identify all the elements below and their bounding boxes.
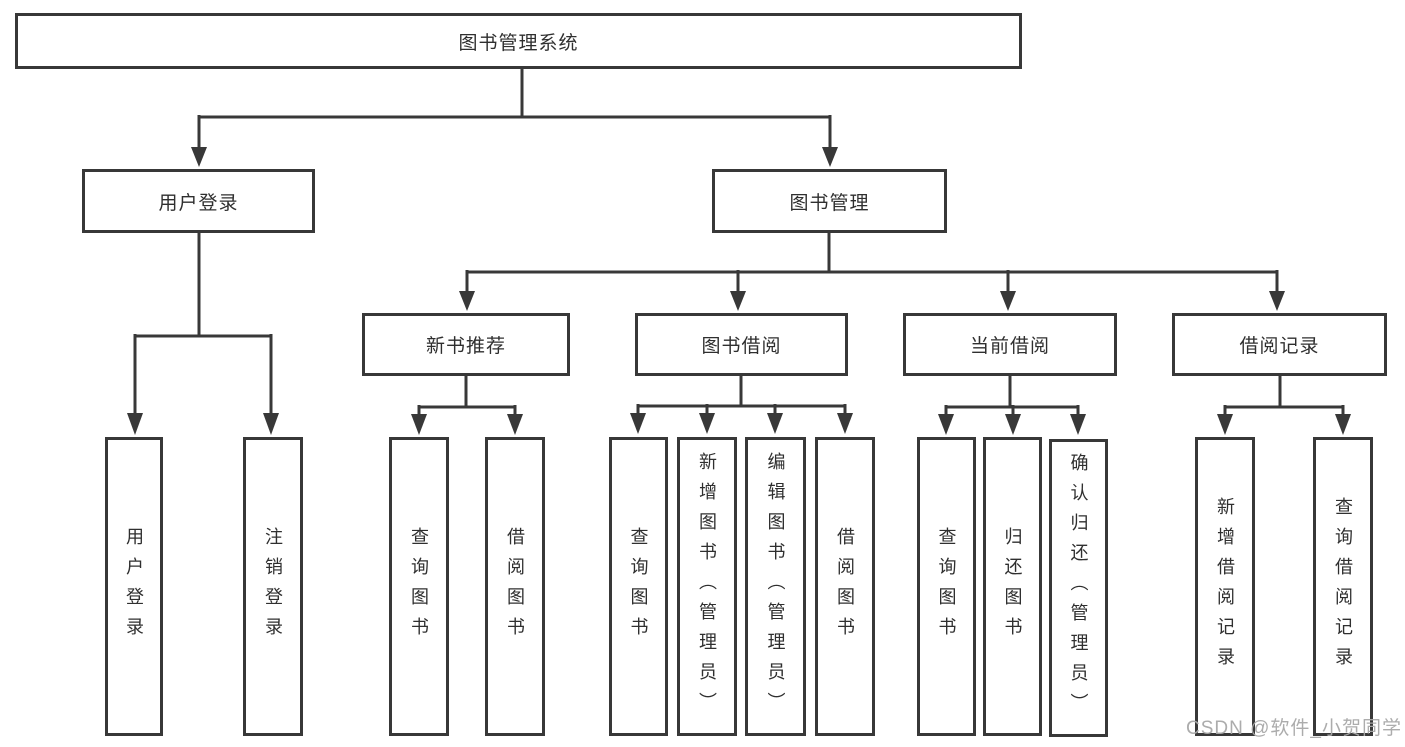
leaf-query-books-borrow-label: 查询图书: [628, 526, 649, 647]
leaf-query-books-current: 查询图书: [917, 437, 976, 736]
leaf-return-book-label: 归还图书: [1002, 526, 1023, 647]
leaf-user-login: 用户登录: [105, 437, 163, 736]
node-book-borrow: 图书借阅: [635, 313, 848, 376]
leaf-return-book: 归还图书: [983, 437, 1042, 736]
node-current-borrow-label: 当前借阅: [969, 336, 1050, 357]
node-book-management-label: 图书管理: [789, 192, 870, 214]
leaf-logout: 注销登录: [243, 437, 303, 736]
leaf-logout-label: 注销登录: [263, 526, 283, 647]
leaf-confirm-return-admin: 确认归还（管理员）: [1049, 439, 1108, 737]
leaf-query-books-borrow: 查询图书: [609, 437, 668, 736]
leaf-user-login-label: 用户登录: [124, 526, 144, 647]
leaf-borrow-books: 借阅图书: [815, 437, 875, 736]
node-new-book-recommend: 新书推荐: [362, 313, 570, 376]
node-borrow-records: 借阅记录: [1172, 313, 1387, 376]
leaf-edit-book-admin-label: 编辑图书（管理员）: [765, 451, 786, 722]
leaf-confirm-return-admin-label: 确认归还（管理员）: [1068, 453, 1089, 723]
leaf-query-books-recommend-label: 查询图书: [409, 526, 429, 647]
node-root: 图书管理系统: [15, 13, 1022, 69]
leaf-add-book-admin: 新增图书（管理员）: [677, 437, 737, 736]
node-book-borrow-label: 图书借阅: [701, 336, 782, 357]
leaf-borrow-books-recommend: 借阅图书: [485, 437, 545, 736]
leaf-add-borrow-record-label: 新增借阅记录: [1215, 496, 1235, 677]
leaf-borrow-books-recommend-label: 借阅图书: [505, 526, 525, 647]
node-book-management: 图书管理: [712, 169, 947, 233]
leaf-query-borrow-record: 查询借阅记录: [1313, 437, 1373, 736]
leaf-query-borrow-record-label: 查询借阅记录: [1333, 496, 1353, 677]
node-root-label: 图书管理系统: [458, 32, 579, 54]
node-new-book-recommend-label: 新书推荐: [425, 336, 506, 357]
node-user-login-label: 用户登录: [158, 192, 239, 214]
leaf-add-borrow-record: 新增借阅记录: [1195, 437, 1255, 736]
watermark-text: CSDN @软件_小贺同学: [1186, 718, 1402, 739]
leaf-add-book-admin-label: 新增图书（管理员）: [697, 451, 717, 722]
leaf-query-books-recommend: 查询图书: [389, 437, 449, 736]
leaf-edit-book-admin: 编辑图书（管理员）: [745, 437, 806, 736]
leaf-query-books-current-label: 查询图书: [936, 526, 957, 647]
node-borrow-records-label: 借阅记录: [1239, 336, 1320, 357]
node-user-login: 用户登录: [82, 169, 315, 233]
node-current-borrow: 当前借阅: [903, 313, 1117, 376]
leaf-borrow-books-label: 借阅图书: [835, 526, 855, 647]
